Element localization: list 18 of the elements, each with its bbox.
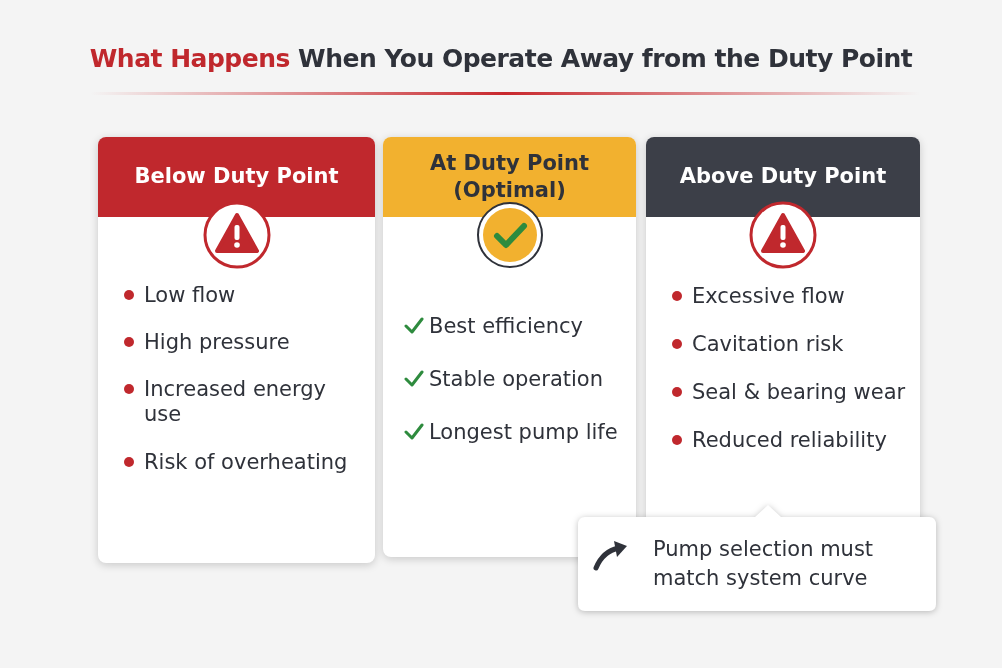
list-item: Stable operation (429, 367, 604, 393)
list-item: Cavitation risk (692, 332, 844, 358)
list-item: Increased energy use (144, 377, 328, 428)
callout-text: Pump selection must match system curve (653, 536, 875, 593)
card-heading: At Duty Point (Optimal) (429, 149, 590, 204)
title: What Happens When You Operate Away from the Duty Point (88, 44, 914, 73)
list-item: Seal & bearing wear (692, 380, 906, 406)
column-card (383, 137, 636, 557)
list-item: High pressure (144, 330, 290, 356)
list-item: Risk of overheating (144, 450, 348, 476)
list-item: Reduced reliability (692, 428, 887, 454)
card-heading: Above Duty Point (679, 163, 887, 191)
list-item: Best efficiency (429, 314, 583, 340)
list-item: Longest pump life (429, 420, 618, 446)
column-card (98, 137, 375, 563)
list-item: Low flow (144, 283, 236, 309)
list-item: Excessive flow (692, 284, 845, 310)
card-heading: Below Duty Point (134, 163, 339, 191)
